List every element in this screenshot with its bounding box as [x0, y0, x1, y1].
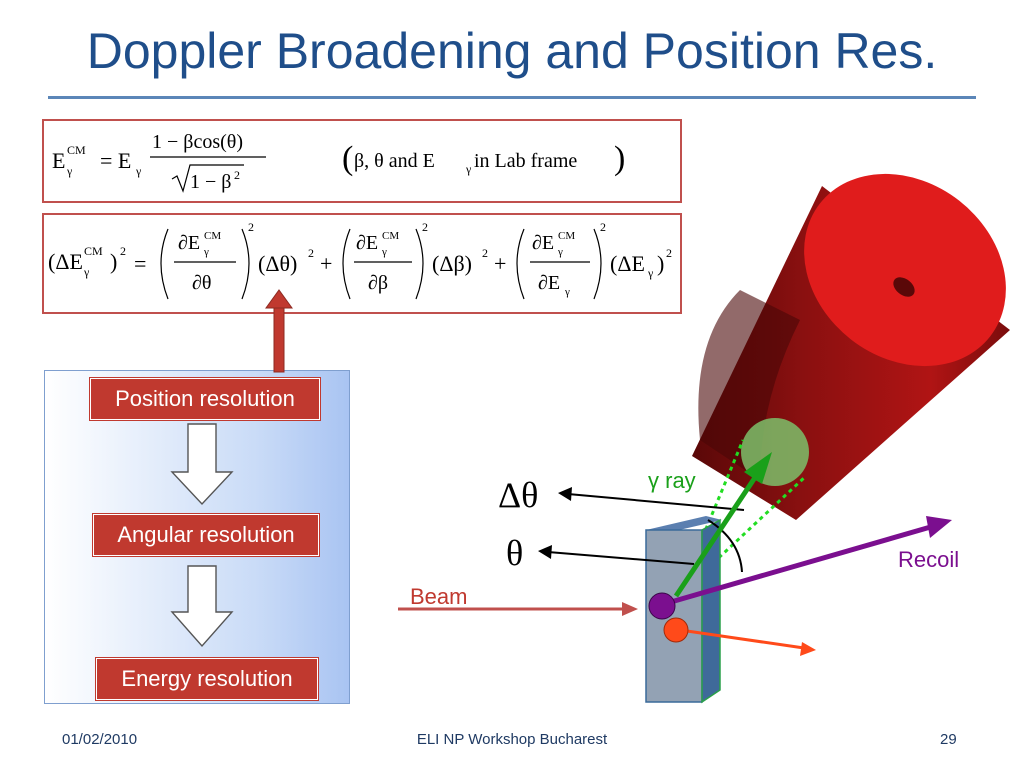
- eq1-note-2: in Lab frame: [474, 150, 577, 172]
- eq2-t3-num-sub: γ: [557, 246, 563, 258]
- eq1-rhs-sub: γ: [135, 164, 142, 178]
- delta-theta-label: Δθ: [498, 475, 539, 515]
- beam-arrowhead: [622, 602, 638, 616]
- slide-title: Doppler Broadening and Position Res.: [86, 23, 938, 79]
- eq2-t2-num-sup: CM: [382, 230, 399, 242]
- eq2-lhs-sup: CM: [84, 244, 103, 258]
- eq2-t1-factor-sq: 2: [308, 246, 314, 260]
- eq2-lhs-sub: γ: [83, 265, 90, 279]
- angle-arc: [707, 519, 743, 573]
- eq2-t1-num: ∂E: [178, 232, 200, 254]
- detector-cone-hole: [893, 277, 915, 297]
- eq1-radicand: 1 − β: [190, 171, 231, 193]
- gamma-ray-label: γ ray: [648, 468, 696, 493]
- eq2-t2-factor-sq: 2: [482, 246, 488, 260]
- eq2-t2-factor: (Δβ): [432, 251, 472, 276]
- eq2-t1-factor: (Δθ): [258, 251, 297, 276]
- eq2-t2-num-sub: γ: [381, 246, 387, 258]
- eq1-paren-close: ): [614, 140, 625, 177]
- eq2-t3-num: ∂E: [532, 232, 554, 254]
- eq1-sqrt-sign: [171, 164, 244, 193]
- eq2-t1-sq: 2: [248, 220, 254, 234]
- equation-error-propagation: (ΔE CM γ ) 2 = ∂E CM γ ∂θ 2 (Δθ) 2 + ∂E …: [48, 220, 672, 300]
- theta-arrow: [547, 551, 695, 565]
- eq2-t3-den-sub: γ: [564, 286, 570, 298]
- flow-step-energy-resolution: Energy resolution: [96, 658, 318, 700]
- title-divider: [48, 96, 976, 99]
- eq2-lhs-sq: 2: [120, 244, 126, 258]
- recoil-particle: [648, 592, 676, 620]
- eq2-t3-factor-sq: 2: [666, 246, 672, 260]
- eq1-note-1: β, θ and E: [354, 150, 435, 172]
- equation-energy-cm: E CM γ = E γ 1 − βcos(θ) 1 − β 2 ( β, θ …: [52, 131, 625, 193]
- eq2-t2-den: ∂β: [368, 272, 388, 294]
- eq2-t3-factor-close: ): [657, 251, 664, 276]
- eq2-plus-1: +: [320, 251, 332, 276]
- gamma-detection-spot: [741, 418, 809, 486]
- eq2-t3-paren-l: [516, 228, 525, 300]
- eq2-t1-den: ∂θ: [192, 272, 211, 294]
- eq1-radicand-exp: 2: [234, 168, 240, 182]
- footer-event: ELI NP Workshop Bucharest: [416, 731, 608, 748]
- beam-label: Beam: [410, 584, 468, 609]
- eq2-t3-factor-sub: γ: [647, 266, 654, 280]
- recoil-label: Recoil: [898, 547, 960, 572]
- target-top: [646, 516, 722, 534]
- target-side: [701, 518, 721, 704]
- eq2-t3-factor: (ΔE: [610, 251, 645, 276]
- flow-step-position-resolution: Position resolution: [90, 378, 320, 420]
- recoil-arrowhead: [926, 516, 952, 538]
- flow-step-angular-resolution: Angular resolution: [93, 514, 319, 556]
- eq1-lhs-sup: CM: [67, 143, 86, 157]
- eq2-t1-num-sup: CM: [204, 230, 221, 242]
- gamma-cone-edge-left: [676, 439, 745, 597]
- equation-box-energy-cm: E CM γ = E γ 1 − βcos(θ) 1 − β 2 ( β, θ …: [42, 119, 682, 203]
- theta-label: θ: [506, 533, 524, 573]
- eq2-t3-paren-r: [593, 228, 602, 300]
- page-number: 29: [940, 731, 957, 748]
- eq2-t3-num-sup: CM: [558, 230, 575, 242]
- eq2-t3-sq: 2: [600, 220, 606, 234]
- eq2-t1-num-sub: γ: [203, 246, 209, 258]
- eq1-lhs-sub: γ: [66, 164, 73, 178]
- eq2-lhs-close: ): [110, 249, 117, 274]
- eq2-t2-sq: 2: [422, 220, 428, 234]
- equation-box-error-propagation: (ΔE CM γ ) 2 = ∂E CM γ ∂θ 2 (Δθ) 2 + ∂E …: [42, 213, 682, 314]
- footer-date: 01/02/2010: [62, 731, 138, 748]
- gamma-ray-arrowhead: [744, 452, 772, 484]
- theta-arrowhead: [538, 545, 552, 559]
- eq1-lhs-main: E: [52, 148, 65, 173]
- eq2-lhs: (ΔE: [48, 249, 83, 274]
- target-front: [645, 529, 703, 703]
- eq2-equals: =: [134, 251, 146, 276]
- eq1-paren-open: (: [342, 140, 353, 177]
- eq2-t1-paren-r: [241, 228, 250, 300]
- delta-theta-arrow: [567, 493, 745, 511]
- eq2-t2-num: ∂E: [356, 232, 378, 254]
- eq2-plus-2: +: [494, 251, 506, 276]
- detector-cone-face: [804, 173, 1006, 367]
- eq2-t1-paren-l: [160, 228, 169, 300]
- ejectile-particle: [663, 617, 689, 643]
- delta-theta-arrowhead: [558, 487, 572, 501]
- eq2-t3-den: ∂E: [538, 272, 560, 294]
- eq2-t2-paren-l: [342, 228, 351, 300]
- eq1-equals: = E: [100, 148, 131, 173]
- eq1-note-sub: γ: [465, 162, 472, 176]
- gamma-cone-edge-right: [676, 474, 808, 598]
- ejectile-arrow: [679, 628, 805, 650]
- recoil-arrow: [663, 523, 935, 607]
- detector-cone-body: [692, 186, 1010, 520]
- ejectile-arrowhead: [800, 642, 816, 656]
- eq1-numerator: 1 − βcos(θ): [152, 131, 243, 153]
- eq2-t2-paren-r: [415, 228, 424, 300]
- detector-cone-shadow: [698, 290, 800, 480]
